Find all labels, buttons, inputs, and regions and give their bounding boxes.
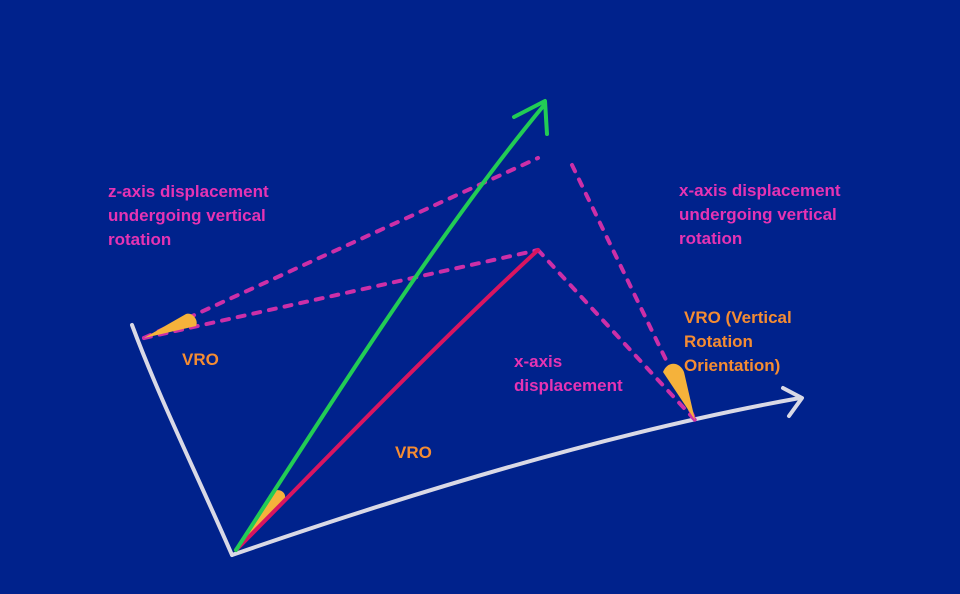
vro-definition-label: VRO (Vertical Rotation Orientation) (684, 306, 792, 378)
z-axis-rotation-upper-dash (142, 156, 540, 340)
x-axis-rotation-label-line-3: rotation (679, 229, 743, 248)
x-axis-displacement-dash (536, 248, 697, 422)
axes (130, 323, 804, 557)
x-axis-displacement-label: x-axis displacement (514, 350, 623, 398)
z-axis-rotation-label-line-1: z-axis displacement (108, 182, 269, 201)
vro-center-label-text: VRO (395, 443, 432, 462)
vro-center-label: VRO (395, 441, 432, 465)
vro-wedge-left (144, 313, 197, 338)
x-axis-displacement-label-line-2: displacement (514, 376, 623, 395)
green-vector-arrowhead (512, 99, 549, 136)
red-vector-line (234, 248, 540, 552)
vro-left-label: VRO (182, 348, 219, 372)
x-axis-rotation-label: x-axis displacement undergoing vertical … (679, 179, 841, 251)
dashed-guides (142, 156, 697, 422)
vro-definition-label-line-2: Rotation (684, 332, 753, 351)
vertical-axis-line (130, 323, 234, 557)
vectors (234, 99, 549, 552)
z-axis-rotation-label-line-2: undergoing vertical (108, 206, 266, 225)
z-axis-rotation-lower-dash (142, 248, 540, 340)
horizontal-axis-arrowhead (781, 386, 804, 418)
x-axis-rotation-dash (570, 163, 697, 422)
x-axis-displacement-label-line-1: x-axis (514, 352, 563, 371)
vro-definition-label-line-3: Orientation) (684, 356, 781, 375)
z-axis-rotation-label: z-axis displacement undergoing vertical … (108, 180, 269, 252)
x-axis-rotation-label-line-1: x-axis displacement (679, 181, 841, 200)
z-axis-rotation-label-line-3: rotation (108, 230, 172, 249)
green-vector-line (234, 102, 547, 552)
vro-left-label-text: VRO (182, 350, 219, 369)
vro-definition-label-line-1: VRO (Vertical (684, 308, 792, 327)
horizontal-axis-line (230, 396, 802, 557)
vro-wedge-right (663, 363, 695, 420)
x-axis-rotation-label-line-2: undergoing vertical (679, 205, 837, 224)
